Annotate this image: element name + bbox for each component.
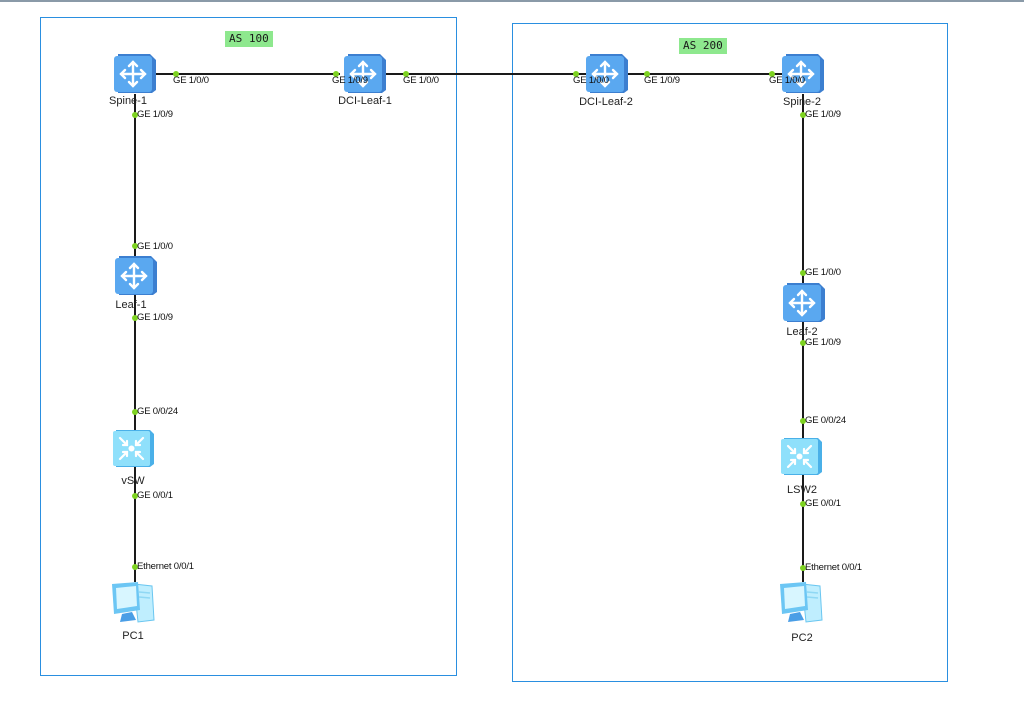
port-dot xyxy=(132,409,138,415)
pc1-pc-icon[interactable] xyxy=(108,580,160,626)
lsw2-switch-icon[interactable] xyxy=(780,436,824,476)
port-dot xyxy=(800,340,806,346)
port-label: GE 1/0/0 xyxy=(403,75,439,86)
port-label: GE 1/0/0 xyxy=(805,267,841,278)
port-label: GE 1/0/9 xyxy=(805,337,841,348)
port-label: GE 1/0/9 xyxy=(644,75,680,86)
port-label: GE 1/0/0 xyxy=(173,75,209,86)
port-dot xyxy=(132,493,138,499)
pc2-label: PC2 xyxy=(791,632,813,644)
port-dot xyxy=(333,71,339,77)
port-dot xyxy=(769,71,775,77)
port-dot xyxy=(573,71,579,77)
port-dot xyxy=(403,71,409,77)
spine1-router-icon[interactable] xyxy=(112,52,158,94)
dcileaf1-label: DCI-Leaf-1 xyxy=(338,95,392,107)
leaf1-router-icon[interactable] xyxy=(113,254,159,296)
spine2-label: Spine-2 xyxy=(783,96,821,108)
port-label: Ethernet 0/0/1 xyxy=(805,562,862,573)
port-label: GE 1/0/0 xyxy=(769,75,805,86)
port-label: GE 1/0/9 xyxy=(332,75,368,86)
lsw2-label: LSW2 xyxy=(787,484,817,496)
port-label: GE 1/0/0 xyxy=(137,241,173,252)
port-dot xyxy=(800,270,806,276)
port-dot xyxy=(800,112,806,118)
leaf2-label: Leaf-2 xyxy=(786,326,818,338)
as200-label: AS 200 xyxy=(679,38,727,54)
port-label: GE 0/0/1 xyxy=(137,490,173,501)
leaf2-router-icon[interactable] xyxy=(781,281,827,323)
top-border xyxy=(0,0,1024,2)
as100-area[interactable] xyxy=(40,17,457,676)
port-dot xyxy=(132,564,138,570)
port-label: Ethernet 0/0/1 xyxy=(137,561,194,572)
spine2-router-icon[interactable] xyxy=(780,52,826,94)
dcileaf1-router-icon[interactable] xyxy=(342,52,388,94)
leaf1-label: Leaf-1 xyxy=(115,299,147,311)
dcileaf2-router-icon[interactable] xyxy=(584,52,630,94)
port-dot xyxy=(800,565,806,571)
dcileaf2-label: DCI-Leaf-2 xyxy=(579,96,633,108)
as100-label: AS 100 xyxy=(225,31,273,47)
port-label: GE 0/0/1 xyxy=(805,498,841,509)
port-dot xyxy=(800,418,806,424)
port-label: GE 1/0/9 xyxy=(805,109,841,120)
port-dot xyxy=(132,315,138,321)
vsw-switch-icon[interactable] xyxy=(112,428,156,468)
vsw-label: vSW xyxy=(121,475,145,487)
as200-area[interactable] xyxy=(512,23,948,682)
spine1-label: Spine-1 xyxy=(109,95,147,107)
port-label: GE 1/0/9 xyxy=(137,312,173,323)
port-dot xyxy=(132,112,138,118)
port-dot xyxy=(132,243,138,249)
pc1-label: PC1 xyxy=(122,630,144,642)
port-dot xyxy=(800,501,806,507)
port-label: GE 1/0/0 xyxy=(573,75,609,86)
port-label: GE 0/0/24 xyxy=(137,406,178,417)
port-dot xyxy=(173,71,179,77)
port-dot xyxy=(644,71,650,77)
port-label: GE 1/0/9 xyxy=(137,109,173,120)
port-label: GE 0/0/24 xyxy=(805,415,846,426)
pc2-pc-icon[interactable] xyxy=(776,580,828,626)
